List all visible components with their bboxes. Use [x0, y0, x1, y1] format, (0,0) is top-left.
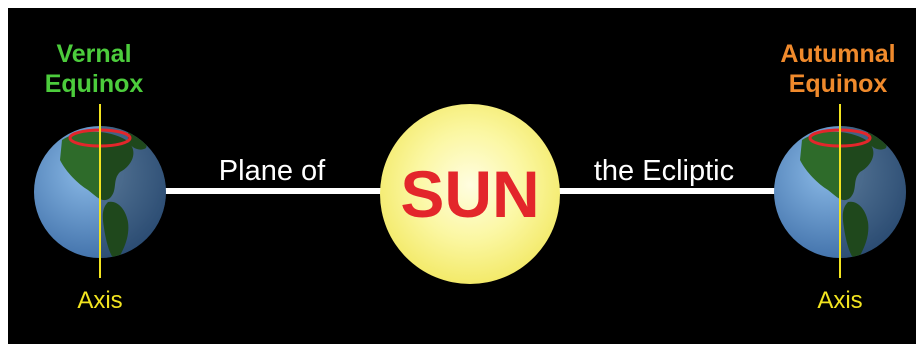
ecliptic-plane-line-left	[150, 188, 395, 194]
plane-label-right: the Ecliptic	[594, 155, 734, 187]
axis-label-right: Axis	[817, 287, 862, 314]
ecliptic-plane-line-right	[545, 188, 785, 194]
plane-label-left: Plane of	[219, 155, 326, 187]
axis-label-left: Axis	[77, 287, 122, 314]
vernal-title-line1: Vernal	[56, 40, 131, 68]
autumnal-title-line1: Autumnal	[780, 40, 895, 68]
sun-label: SUN	[400, 157, 539, 231]
vernal-title-line2: Equinox	[45, 70, 144, 98]
autumnal-title-line2: Equinox	[789, 70, 888, 98]
